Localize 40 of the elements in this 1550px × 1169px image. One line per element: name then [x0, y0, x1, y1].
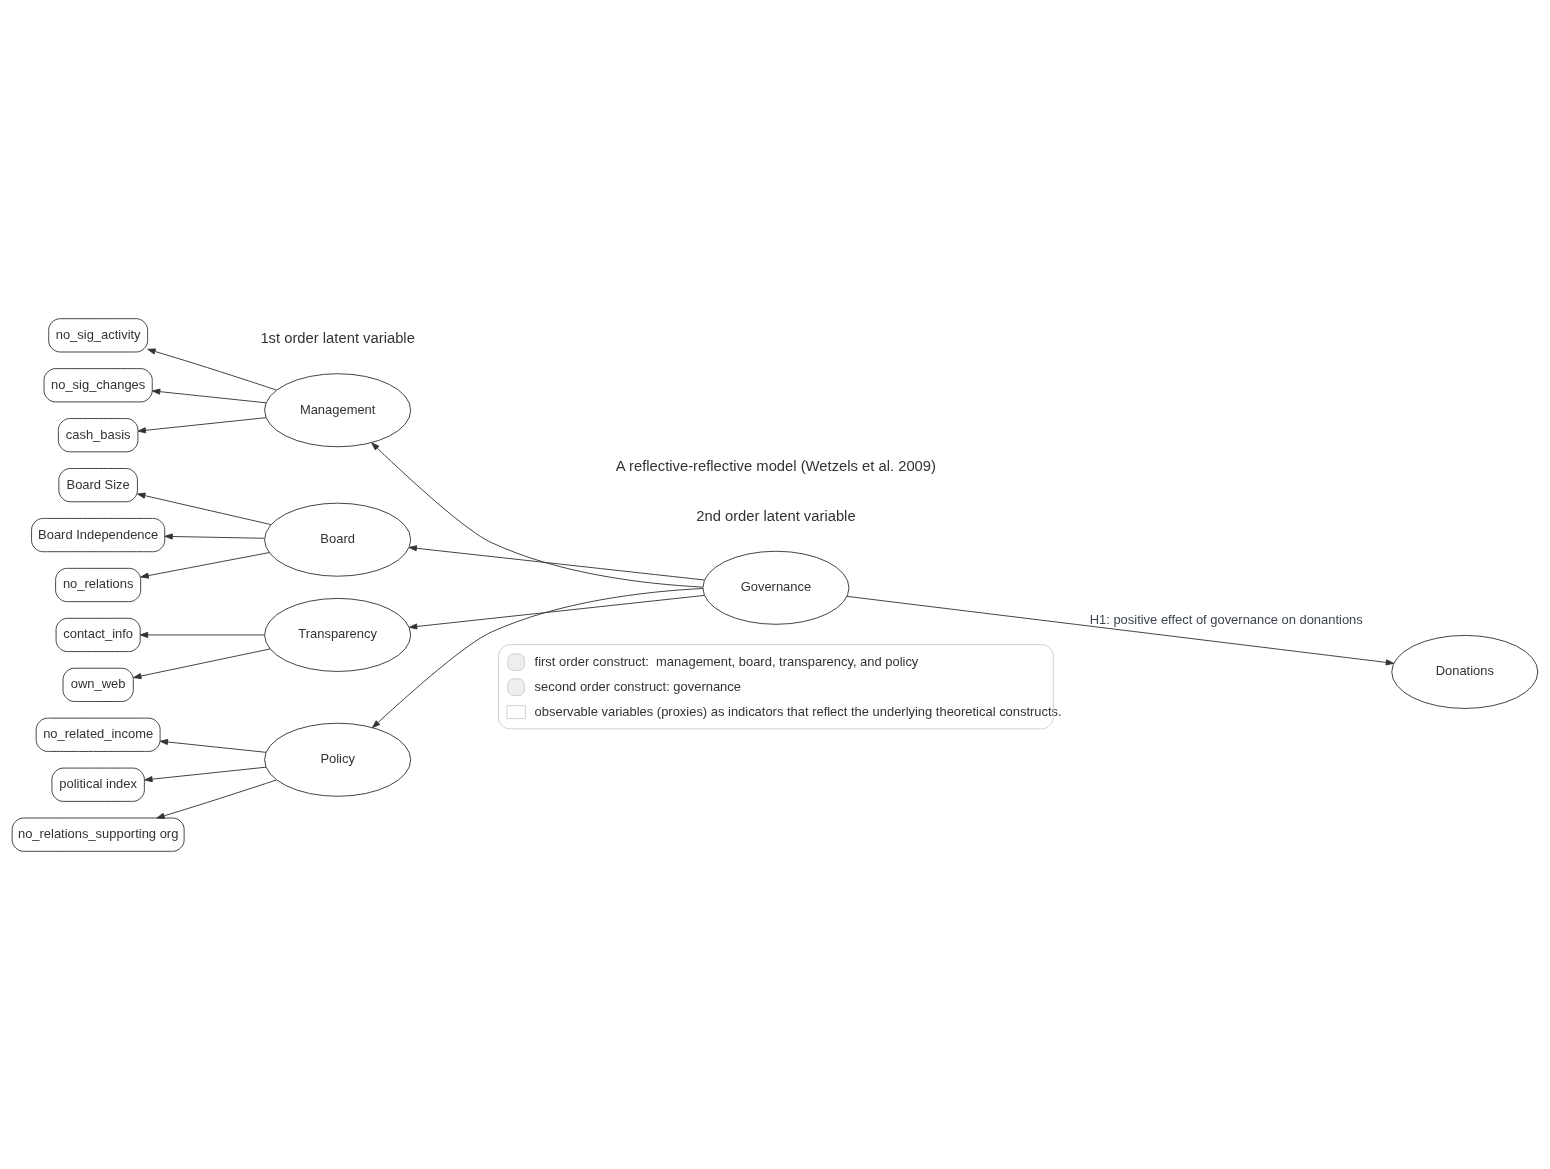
node-ellipse: Donations: [1391, 634, 1539, 709]
arrow: [408, 544, 705, 580]
arrow: [164, 532, 265, 540]
node-box: Board Size: [58, 467, 138, 502]
node-box: own_web: [62, 667, 134, 702]
label: 2nd order latent variable: [696, 507, 856, 524]
arrow: [371, 441, 704, 588]
node-box: cash_basis: [57, 417, 139, 452]
node-ellipse: Governance: [702, 550, 850, 625]
label: A reflective-reflective model (Wetzels et al. 2009): [615, 457, 936, 474]
arrow: [159, 738, 267, 753]
arrow: [137, 416, 267, 433]
node-ellipse: Transparency: [264, 597, 412, 672]
node-box: contact_info: [55, 617, 141, 652]
node-ellipse: Policy: [264, 722, 412, 797]
node-box: no_relations_supporting org: [11, 817, 185, 852]
node-box: no_relations: [55, 567, 142, 602]
arrow: [152, 388, 267, 403]
arrow: [133, 648, 271, 679]
node-box: political index: [51, 767, 145, 802]
arrow: [846, 595, 1395, 665]
arrow: [139, 631, 265, 638]
node-ellipse: Board: [264, 502, 412, 577]
node-box: no_related_income: [35, 717, 161, 752]
legend-label: second order construct: governance: [534, 678, 741, 694]
arrow: [156, 779, 277, 819]
arrow: [408, 594, 705, 629]
edge-label: H1: positive effect of governance on donantions: [1089, 611, 1363, 627]
label: 1st order latent variable: [260, 329, 415, 346]
node-ellipse: Management: [264, 372, 412, 447]
node-box: no_sig_changes: [43, 367, 153, 402]
arrow: [137, 492, 272, 525]
node-box: Board Independence: [31, 517, 166, 552]
arrow: [140, 551, 270, 579]
legend-label: first order construct: management, board, transparency, and policy: [534, 653, 919, 669]
node-box: no_sig_activity: [48, 317, 149, 352]
arrow: [372, 587, 704, 728]
legend-label: observable variables (proxies) as indicators that reflect the underlying theoretical constructs.: [534, 703, 1062, 719]
arrow: [147, 348, 277, 390]
arrow: [144, 766, 267, 782]
